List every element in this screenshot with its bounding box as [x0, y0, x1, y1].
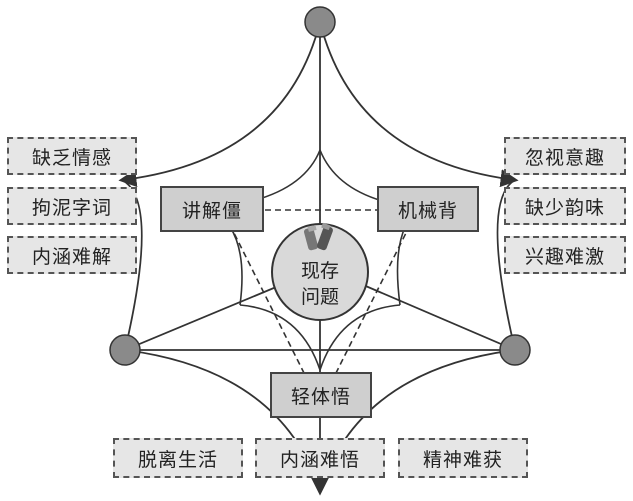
bottom-item-1: 脱离生活 — [113, 438, 243, 478]
right-item-2: 缺少韵味 — [504, 187, 626, 225]
bottom-item-2: 内涵难悟 — [255, 438, 385, 478]
node-left — [109, 334, 141, 366]
center-circle — [271, 223, 369, 321]
right-item-1: 忽视意趣 — [504, 137, 626, 175]
center-label-line2: 问题 — [300, 286, 339, 308]
connector-top-right: 机械背 — [377, 186, 479, 232]
connector-top-left: 讲解僵 — [160, 186, 264, 232]
center-label: 现存 问题 — [290, 258, 350, 310]
right-item-3: 兴趣难激 — [504, 236, 626, 274]
center-label-line1: 现存 — [300, 260, 339, 282]
bottom-item-3: 精神难获 — [398, 438, 528, 478]
left-item-3: 内涵难解 — [7, 236, 137, 274]
dashed-links — [229, 209, 411, 386]
center-illustration-icon — [303, 222, 333, 251]
connector-bottom: 轻体悟 — [270, 372, 372, 418]
left-item-2: 拘泥字词 — [7, 187, 137, 225]
outer-web — [118, 21, 519, 491]
node-right — [499, 334, 531, 366]
node-top — [304, 6, 336, 38]
left-item-1: 缺乏情感 — [7, 137, 137, 175]
